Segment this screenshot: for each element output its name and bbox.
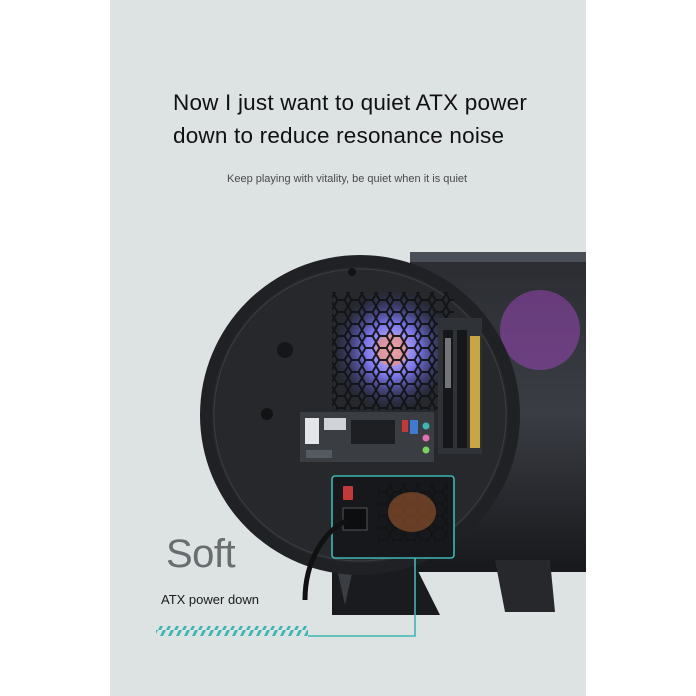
pc-case-illustration — [156, 252, 586, 637]
subtitle: Keep playing with vitality, be quiet whe… — [227, 173, 468, 185]
hex-vent — [332, 292, 454, 410]
headline: Now I just want to quiet ATX power down … — [173, 86, 573, 152]
headline-line-1: Now I just want to quiet ATX power — [173, 90, 528, 115]
callout-title: Soft — [166, 532, 236, 576]
content-panel: Now I just want to quiet ATX power down … — [110, 0, 586, 696]
callout-caption: ATX power down — [161, 592, 260, 607]
striped-bar — [156, 626, 308, 636]
power-switch-icon — [343, 486, 353, 500]
callout-line — [308, 558, 416, 637]
headline-line-2: down to reduce resonance noise — [173, 123, 505, 148]
inner-rgb-glow — [500, 290, 580, 370]
power-cable — [302, 517, 350, 601]
